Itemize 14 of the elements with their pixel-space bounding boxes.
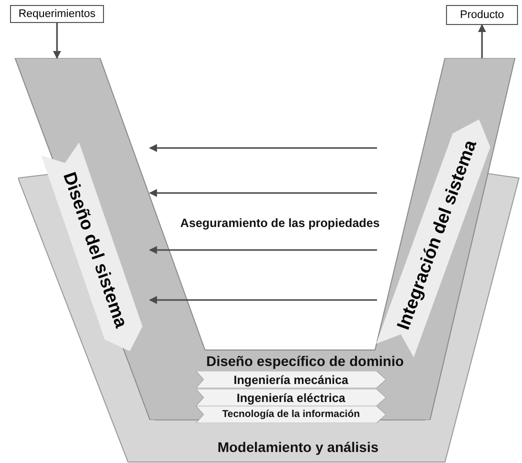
arrow xyxy=(149,296,377,304)
chevron-box: Ingeniería mecánica xyxy=(196,371,386,388)
note-text: Aseguramiento de las propiedades xyxy=(180,215,380,232)
band-label: Modelamiento y análisis xyxy=(217,438,379,457)
chevron-box: Tecnología de la información xyxy=(196,406,386,423)
arrow xyxy=(149,144,377,152)
arrow xyxy=(53,23,61,59)
label-box: Requerimientos xyxy=(10,5,104,23)
arrow xyxy=(149,246,377,254)
arrow xyxy=(478,24,486,58)
section-heading: Diseño específico de dominio xyxy=(206,352,404,371)
arrow xyxy=(149,189,377,197)
label-box: Producto xyxy=(446,5,518,25)
chevron-box: Ingeniería eléctrica xyxy=(196,389,386,406)
